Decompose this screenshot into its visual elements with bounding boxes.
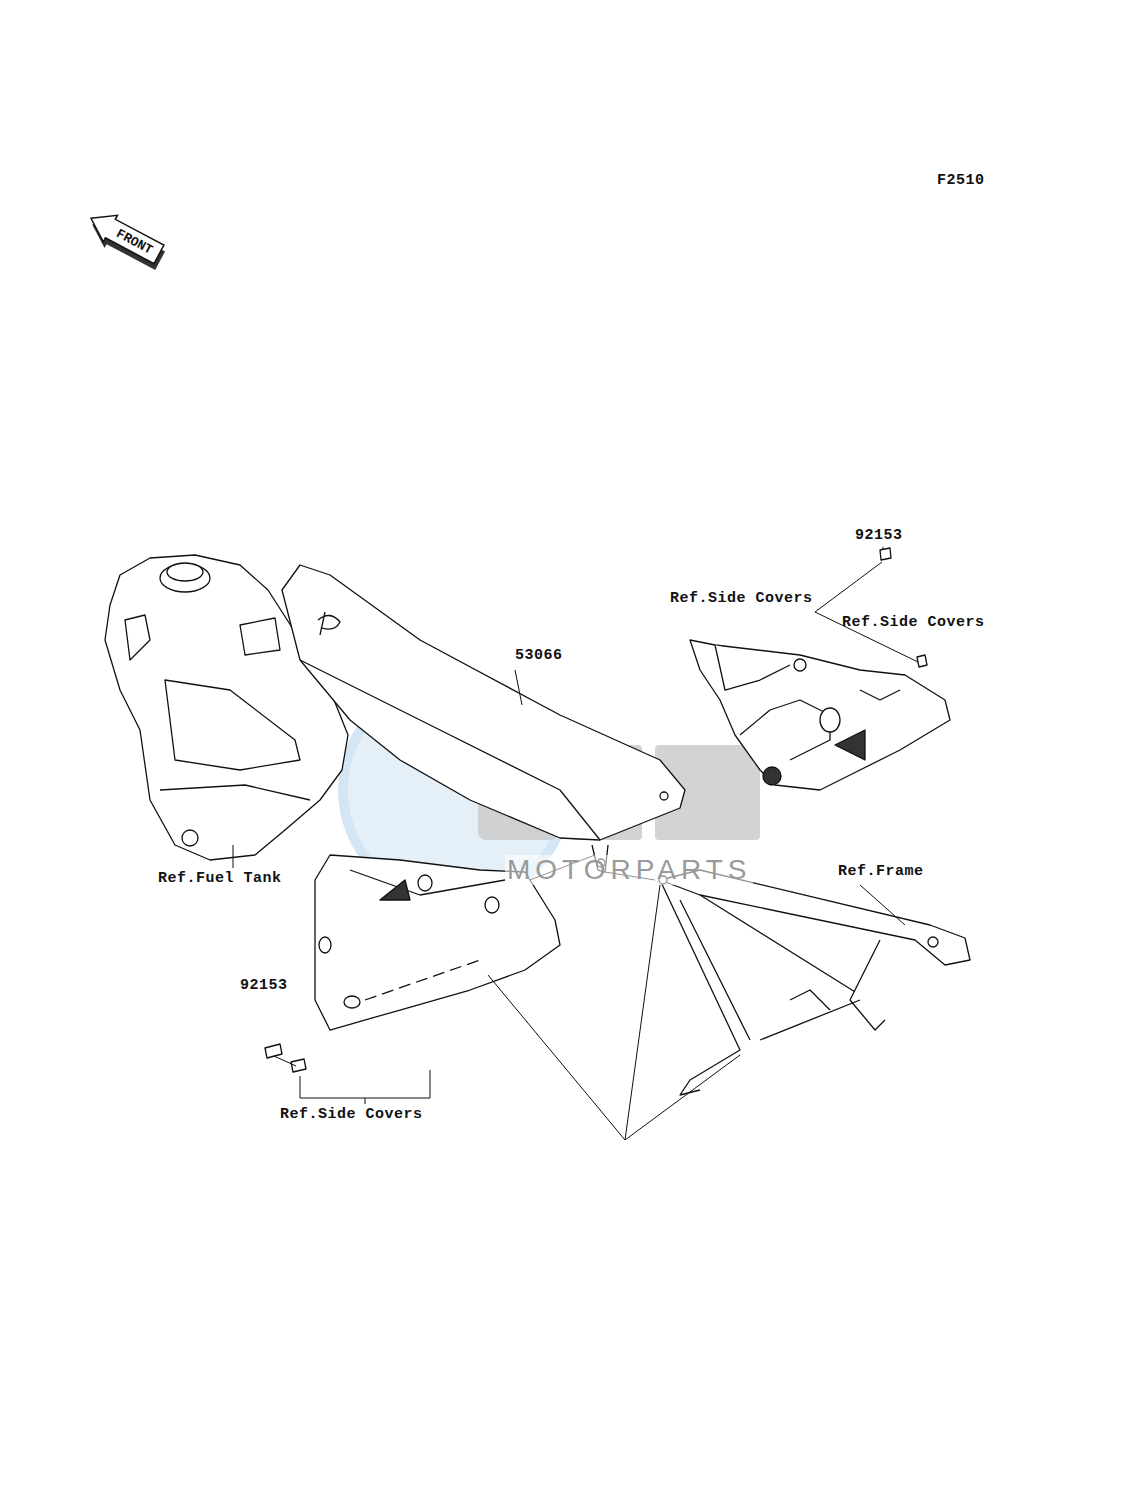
reference-label: Ref.Side Covers	[280, 1107, 423, 1122]
callout-number: 53066	[515, 648, 563, 663]
rear-side-cover	[690, 640, 950, 790]
callout-number: 92153	[855, 528, 903, 543]
seat	[282, 565, 685, 872]
bolt	[265, 548, 927, 1072]
reference-label: Ref.Frame	[838, 864, 924, 879]
drawing-code: F2510	[937, 173, 985, 188]
callout-number: 92153	[240, 978, 288, 993]
leader-line	[233, 547, 918, 1140]
reference-label: Ref.Fuel Tank	[158, 871, 282, 886]
front-arrow: FRONT	[84, 205, 166, 268]
arrow-shape	[84, 205, 166, 268]
sub-frame	[659, 870, 970, 1095]
reference-label: Ref.Side Covers	[842, 615, 985, 630]
watermark-text: MOTORPARTS	[505, 855, 753, 885]
reference-label: Ref.Side Covers	[670, 591, 813, 606]
